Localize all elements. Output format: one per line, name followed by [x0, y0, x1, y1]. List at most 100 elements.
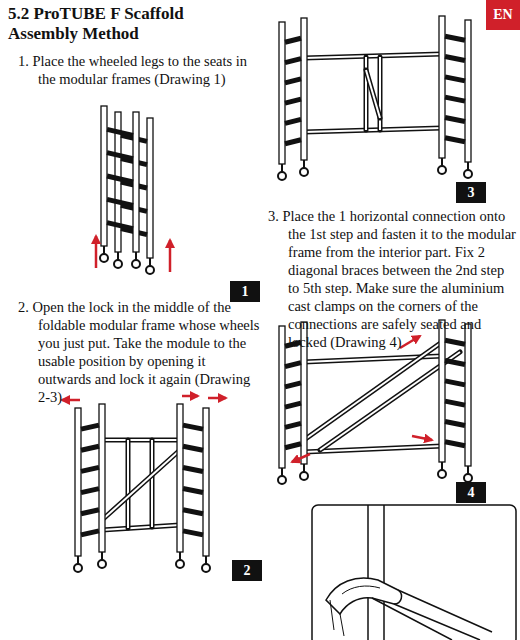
language-tab: EN: [486, 0, 520, 30]
wheel-stem: [441, 158, 443, 166]
tube-outline: [304, 128, 442, 132]
frame-rung: [285, 59, 301, 63]
wheel-stem: [281, 164, 283, 172]
motion-arrow: [208, 397, 226, 400]
frame-rung: [107, 153, 133, 159]
frame-rung: [445, 77, 465, 81]
frame-rung: [285, 383, 301, 387]
frame-pole: [279, 326, 285, 468]
wheel: [74, 564, 82, 572]
tube-fill: [127, 440, 129, 528]
drawing-number-text: 2: [244, 563, 251, 579]
frame-pole: [75, 408, 81, 556]
language-code: EN: [493, 7, 512, 23]
drawing-3-open-module: [278, 16, 472, 180]
wheel-stem: [135, 252, 137, 260]
wheel-stem: [467, 162, 469, 170]
frame-rung: [285, 99, 301, 103]
frame-rung: [285, 119, 301, 123]
pole-edge: [383, 505, 385, 640]
frame-rung: [183, 425, 203, 429]
frame-rung: [445, 442, 465, 446]
frame-rung: [285, 140, 301, 144]
frame-rung: [445, 361, 465, 365]
frame-pole: [101, 106, 107, 246]
tube-fill: [102, 439, 180, 441]
frame-rung: [445, 117, 465, 121]
motion-arrow: [169, 240, 172, 272]
frame-pole: [439, 16, 445, 158]
brace-tube: [372, 590, 492, 640]
wheel: [278, 172, 286, 180]
frame-rung: [445, 97, 465, 101]
tube-outline: [102, 450, 180, 520]
wheel: [114, 260, 122, 268]
instruction-step: 1. Place the wheeled legs to the seats i…: [18, 52, 260, 88]
frame-rung: [81, 510, 99, 514]
drawing-1-folded-frame: [96, 106, 170, 274]
drawing-number: 3: [456, 182, 486, 203]
wheel-stem: [101, 552, 103, 560]
wheel-stem: [205, 556, 207, 564]
section-title: 5.2 ProTUBE F Scaffold Assembly Method: [8, 4, 223, 44]
frame-rung: [107, 176, 133, 182]
motion-arrow: [62, 399, 80, 402]
tube-fill: [304, 342, 442, 440]
tube-outline: [102, 438, 180, 443]
frame-pole: [99, 404, 105, 552]
wheel: [278, 476, 286, 484]
tube-outline: [304, 54, 442, 58]
frame-rung: [445, 401, 465, 405]
motion-arrow: [292, 454, 310, 462]
wheel: [132, 260, 140, 268]
instruction-step: 2. Open the lock in the middle of the fo…: [18, 298, 260, 406]
drawing-number-text: 3: [468, 185, 475, 201]
frame-rung: [81, 489, 99, 493]
frame-rung: [445, 36, 465, 40]
frame-rung: [183, 467, 203, 471]
frame-rung: [183, 489, 203, 493]
frame-rung: [183, 446, 203, 450]
frame-rung: [81, 425, 99, 429]
frame-rung: [285, 363, 301, 367]
frame-pole: [147, 118, 153, 258]
wheel-stem: [77, 556, 79, 564]
wheel: [300, 472, 308, 480]
frame-pole: [203, 408, 209, 556]
frame-rung: [285, 444, 301, 448]
frame-pole: [177, 404, 183, 552]
tube-outline: [150, 440, 155, 527]
frame-rung: [285, 79, 301, 83]
tube-fill: [304, 54, 442, 58]
frame-rung: [81, 446, 99, 450]
clamp-body: [326, 578, 401, 614]
wheel-stem: [467, 466, 469, 474]
clamp-edge: [342, 586, 380, 594]
frame-pole: [279, 22, 285, 164]
drawing-number-text: 4: [468, 485, 475, 501]
frame-rung: [81, 467, 99, 471]
frame-rung: [285, 38, 301, 42]
pole-edge: [367, 505, 369, 640]
wheel-stem: [441, 462, 443, 470]
wheel: [464, 170, 472, 178]
wheel-stem: [179, 552, 181, 560]
drawing-5-clamp-detail: [312, 505, 516, 640]
wheel: [176, 560, 184, 568]
tube-outline: [304, 342, 442, 440]
frame-pole: [133, 112, 139, 252]
wheel: [300, 168, 308, 176]
drawing-number: 2: [232, 560, 262, 581]
frame-rung: [445, 57, 465, 61]
frame-rung: [107, 223, 133, 229]
wheel: [98, 560, 106, 568]
wheel: [202, 564, 210, 572]
frame-rung: [107, 129, 133, 135]
motion-arrow: [95, 236, 98, 268]
motion-arrow: [400, 336, 420, 348]
clamp-jaw: [330, 600, 344, 636]
wheel-stem: [117, 252, 119, 260]
wheel-stem: [103, 246, 105, 254]
frame-rung: [445, 421, 465, 425]
wheel: [438, 166, 446, 174]
